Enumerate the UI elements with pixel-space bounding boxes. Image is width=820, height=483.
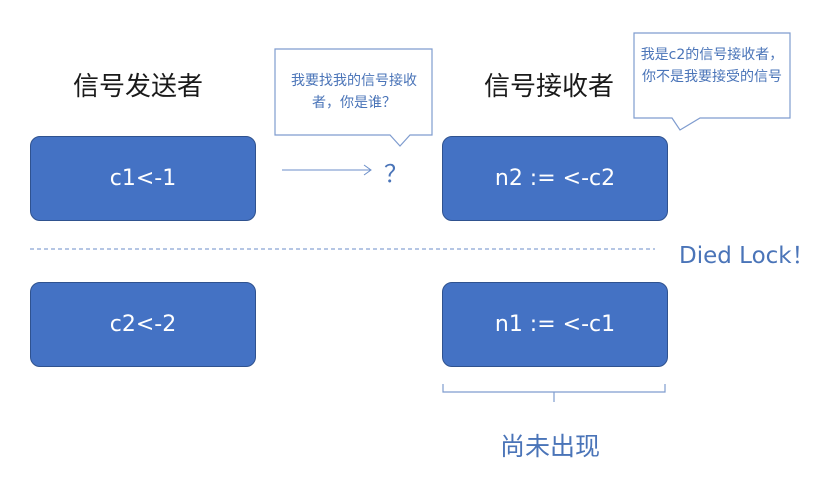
receiver-box-n2: n2 := <-c2 <box>442 136 668 221</box>
left-callout-bubble <box>274 48 433 147</box>
question-mark: ？ <box>384 160 408 188</box>
receiver-heading: 信号接收者 <box>484 72 615 102</box>
not-yet-label: 尚未出现 <box>500 432 601 461</box>
send-arrow-head <box>363 164 372 176</box>
sender-box-c1: c1<-1 <box>30 136 256 221</box>
deadlock-label: Died Lock！ <box>679 243 815 269</box>
sender-box-c2: c2<-2 <box>30 282 256 367</box>
right-callout-bubble <box>633 32 791 131</box>
left-callout-text: 我要找我的信号接收者，你是谁？ <box>291 73 417 111</box>
sender-heading: 信号发送者 <box>73 72 204 102</box>
right-callout-text: 我是c2的信号接收者，你不是我要接受的信号 <box>640 47 784 85</box>
receiver-box-n1: n1 := <-c1 <box>442 282 668 367</box>
bracket <box>442 384 666 402</box>
